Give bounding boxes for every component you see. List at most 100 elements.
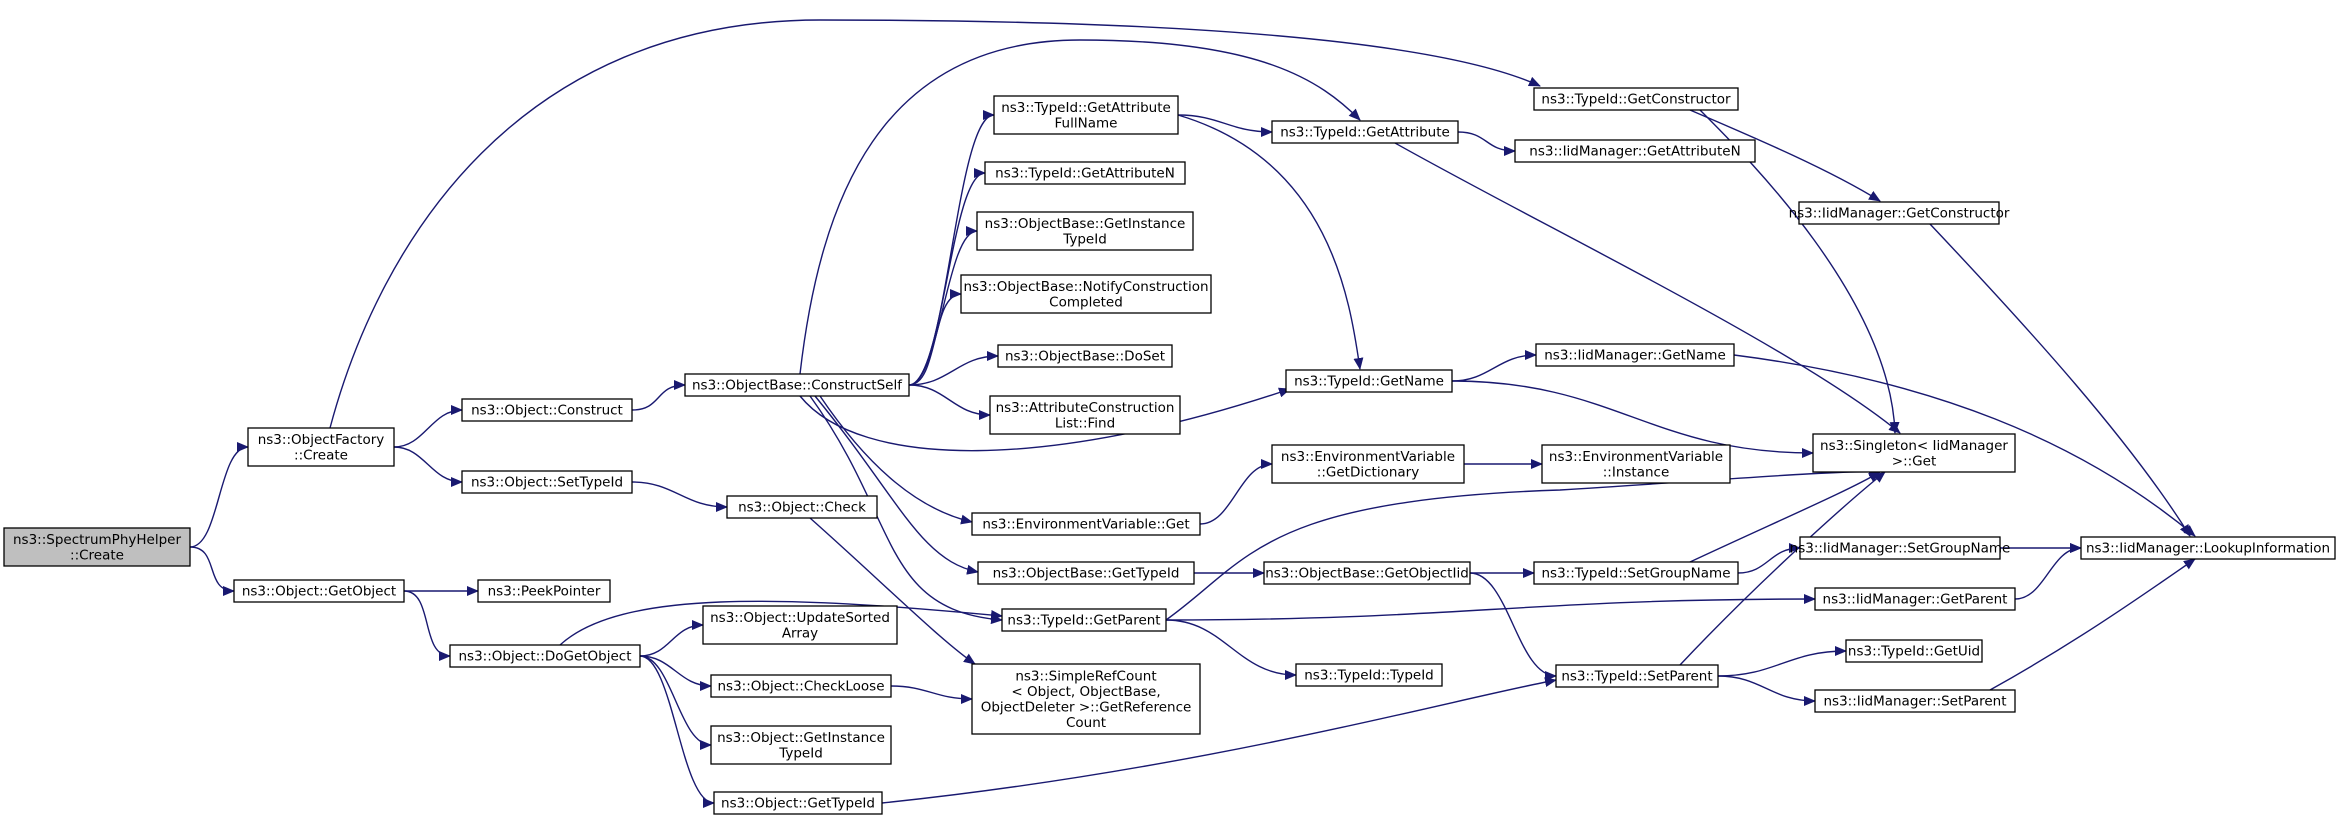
node-ob-doset[interactable]: ns3::ObjectBase::DoSet bbox=[997, 344, 1173, 368]
node-singleton[interactable]: ns3::Singleton< IidManager>::Get bbox=[1812, 433, 2016, 473]
node-ob-notify[interactable]: ns3::ObjectBase::NotifyConstructionCompl… bbox=[960, 274, 1212, 314]
node-obj-construct[interactable]: ns3::Object::Construct bbox=[461, 398, 633, 422]
node-constructself[interactable]: ns3::ObjectBase::ConstructSelf bbox=[684, 373, 910, 397]
edge-of-create-to-obj-construct bbox=[393, 405, 463, 448]
node-box bbox=[1555, 664, 1719, 688]
node-env-getdict[interactable]: ns3::EnvironmentVariable::GetDictionary bbox=[1271, 444, 1465, 484]
node-tid-getuid[interactable]: ns3::TypeId::GetUid bbox=[1845, 639, 1983, 663]
node-label: ns3::TypeId::GetName bbox=[1294, 374, 1444, 390]
node-of-create[interactable]: ns3::ObjectFactory::Create bbox=[247, 427, 395, 467]
edge-dogetobj-to-tid-getparent bbox=[559, 600, 1003, 646]
node-label: ns3::IidManager::GetParent bbox=[1823, 592, 2008, 608]
node-label: ns3::SimpleRefCount bbox=[1015, 668, 1156, 684]
node-label: TypeId bbox=[778, 745, 823, 761]
node-label: ns3::Object::UpdateSorted bbox=[710, 610, 890, 626]
node-ob-getobjiid[interactable]: ns3::ObjectBase::GetObjectIid bbox=[1263, 561, 1471, 585]
node-box bbox=[1533, 87, 1739, 111]
edge-env-get-to-env-getdict bbox=[1199, 459, 1273, 525]
edge-constructself-to-ob-gettypeid bbox=[814, 395, 979, 575]
node-box bbox=[449, 644, 641, 668]
node-box bbox=[713, 791, 883, 815]
node-label: ns3::EnvironmentVariable::Get bbox=[982, 517, 1189, 533]
node-tid-setgroup[interactable]: ns3::TypeId::SetGroupName bbox=[1533, 561, 1739, 585]
node-box bbox=[1271, 444, 1465, 484]
edge-tid-getparent-to-iid-getparent bbox=[1165, 594, 1816, 621]
node-box bbox=[1799, 536, 2001, 560]
node-box bbox=[971, 663, 1201, 735]
node-label: ::GetDictionary bbox=[1317, 464, 1419, 480]
node-checkloose[interactable]: ns3::Object::CheckLoose bbox=[710, 674, 892, 698]
node-label: List::Find bbox=[1055, 415, 1115, 431]
edge-ga-fullname-to-tid-getname bbox=[1177, 114, 1364, 370]
node-obj-getobj[interactable]: ns3::Object::GetObject bbox=[233, 579, 405, 603]
node-obj-gettypeid[interactable]: ns3::Object::GetTypeId bbox=[713, 791, 883, 815]
node-box bbox=[976, 211, 1194, 251]
node-dogetobj[interactable]: ns3::Object::DoGetObject bbox=[449, 644, 641, 668]
node-ob-gettypeid[interactable]: ns3::ObjectBase::GetTypeId bbox=[977, 561, 1195, 585]
node-ga-n[interactable]: ns3::TypeId::GetAttributeN bbox=[984, 161, 1186, 185]
edge-root-to-of-create bbox=[189, 442, 249, 548]
node-label: ns3::ObjectBase::DoSet bbox=[1005, 349, 1165, 365]
node-label: ns3::EnvironmentVariable bbox=[1549, 449, 1723, 465]
edge-iid-getparent-to-iid-lookup bbox=[2014, 543, 2082, 600]
node-label: ns3::EnvironmentVariable bbox=[1281, 449, 1455, 465]
edge-tid-getparent-to-tid-typeid bbox=[1165, 619, 1297, 680]
edge-tid-setparent-to-tid-getuid bbox=[1717, 646, 1847, 677]
node-box bbox=[702, 605, 898, 645]
node-label: ns3::IidManager::LookupInformation bbox=[2086, 541, 2330, 557]
node-label: ns3::SpectrumPhyHelper bbox=[13, 532, 181, 548]
node-iid-lookup[interactable]: ns3::IidManager::LookupInformation bbox=[2080, 536, 2336, 560]
edges bbox=[189, 19, 2196, 808]
node-label: ns3::Object::GetTypeId bbox=[721, 796, 875, 812]
node-env-instance[interactable]: ns3::EnvironmentVariable::Instance bbox=[1541, 444, 1731, 484]
node-box bbox=[1271, 120, 1459, 144]
edge-tid-getattr-to-iid-getattrn bbox=[1457, 131, 1516, 156]
edge-tid-getctor-to-iid-getctor bbox=[1689, 109, 1881, 202]
nodes: ns3::SpectrumPhyHelper::Createns3::Objec… bbox=[3, 87, 2336, 815]
node-label: ns3::TypeId::GetAttribute bbox=[1280, 125, 1450, 141]
edge-iid-setparent-to-iid-lookup bbox=[1989, 558, 2196, 691]
node-iid-setparent[interactable]: ns3::IidManager::SetParent bbox=[1814, 689, 2016, 713]
edge-tid-getattr-to-singleton bbox=[1394, 142, 1901, 434]
node-box bbox=[1263, 561, 1471, 585]
node-box bbox=[977, 561, 1195, 585]
node-tid-getname[interactable]: ns3::TypeId::GetName bbox=[1285, 369, 1453, 393]
node-tid-typeid[interactable]: ns3::TypeId::TypeId bbox=[1295, 663, 1443, 687]
node-iid-getname[interactable]: ns3::IidManager::GetName bbox=[1535, 343, 1735, 367]
node-box bbox=[726, 495, 878, 519]
node-label: ::Instance bbox=[1603, 464, 1670, 480]
node-label: ns3::TypeId::TypeId bbox=[1304, 668, 1434, 684]
node-tid-getattr[interactable]: ns3::TypeId::GetAttribute bbox=[1271, 120, 1459, 144]
node-tid-getparent[interactable]: ns3::TypeId::GetParent bbox=[1001, 608, 1167, 632]
node-label: ns3::ObjectBase::ConstructSelf bbox=[692, 378, 903, 394]
edge-constructself-to-env-get bbox=[819, 395, 973, 525]
node-iid-getparent[interactable]: ns3::IidManager::GetParent bbox=[1814, 587, 2016, 611]
node-iid-setgroup[interactable]: ns3::IidManager::SetGroupName bbox=[1790, 536, 2011, 560]
node-peek[interactable]: ns3::PeekPointer bbox=[477, 579, 611, 603]
node-box bbox=[1812, 433, 2016, 473]
node-label: < Object, ObjectBase, bbox=[1011, 684, 1160, 700]
edge-ob-getobjiid-to-tid-setparent bbox=[1469, 572, 1557, 681]
node-check[interactable]: ns3::Object::Check bbox=[726, 495, 878, 519]
edge-constructself-to-tid-getattr bbox=[799, 39, 1361, 375]
node-tid-setparent[interactable]: ns3::TypeId::SetParent bbox=[1555, 664, 1719, 688]
node-box bbox=[989, 395, 1181, 435]
edge-dogetobj-to-checkloose bbox=[639, 655, 712, 691]
node-env-get[interactable]: ns3::EnvironmentVariable::Get bbox=[971, 512, 1201, 536]
node-box bbox=[1814, 689, 2016, 713]
node-box bbox=[710, 674, 892, 698]
node-label: ns3::TypeId::GetAttributeN bbox=[995, 166, 1175, 182]
node-obj-settypeid[interactable]: ns3::Object::SetTypeId bbox=[461, 470, 633, 494]
node-box bbox=[1295, 663, 1443, 687]
node-iid-getattrn[interactable]: ns3::IidManager::GetAttributeN bbox=[1514, 139, 1756, 163]
node-box bbox=[247, 427, 395, 467]
node-iid-getctor[interactable]: ns3::IidManager::GetConstructor bbox=[1789, 201, 2010, 225]
node-tid-getctor[interactable]: ns3::TypeId::GetConstructor bbox=[1533, 87, 1739, 111]
node-src-getref[interactable]: ns3::SimpleRefCount< Object, ObjectBase,… bbox=[971, 663, 1201, 735]
node-root[interactable]: ns3::SpectrumPhyHelper::Create bbox=[3, 527, 191, 567]
